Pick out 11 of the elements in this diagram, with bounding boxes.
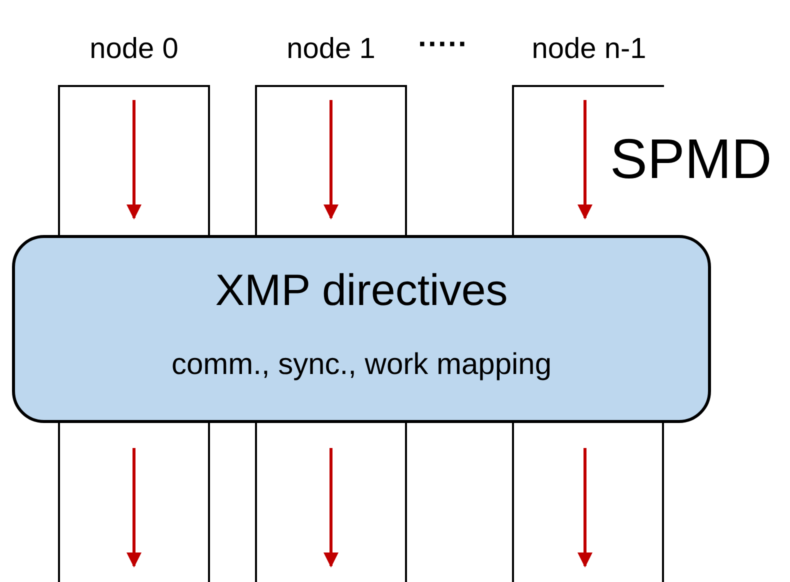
column-label: node n-1 [530, 33, 648, 66]
column-label: node 1 [286, 33, 376, 66]
spmd-label: SPMD [610, 128, 772, 190]
rounded-box [12, 235, 711, 423]
ellipsis-dots: ····· [418, 28, 468, 61]
column-label: node 0 [88, 33, 180, 66]
box-title: XMP directives [214, 266, 509, 316]
column-box [512, 423, 664, 582]
column-box [58, 423, 210, 582]
box-subtitle: comm., sync., work mapping [170, 348, 553, 382]
column-box [255, 423, 407, 582]
